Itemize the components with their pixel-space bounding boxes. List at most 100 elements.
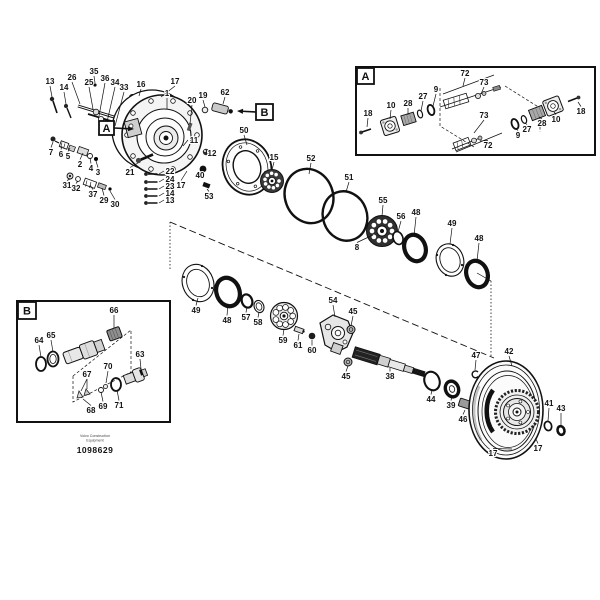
rect-shape	[82, 177, 98, 189]
callout-leader	[89, 157, 92, 164]
g-shape	[262, 170, 282, 191]
callout-label-17: 17	[489, 449, 498, 458]
callout-label-5: 5	[66, 152, 71, 161]
g-shape	[527, 104, 547, 122]
circle-shape	[276, 320, 283, 328]
line-shape	[456, 142, 459, 150]
circle-shape	[471, 137, 477, 144]
callout-label-32: 32	[72, 184, 81, 193]
callout-label-33: 33	[120, 83, 129, 92]
rect-shape	[58, 140, 70, 150]
circle-shape	[387, 234, 393, 240]
circle-shape	[103, 384, 108, 389]
path-shape	[72, 329, 132, 403]
path-shape	[439, 88, 475, 148]
callout-label-57: 57	[242, 313, 251, 322]
callout-leader	[366, 117, 369, 128]
callout-label-71: 71	[115, 401, 124, 410]
ellipse-shape	[110, 377, 122, 392]
ring-43	[556, 424, 566, 437]
callout-label-45: 45	[349, 307, 358, 316]
circle-shape	[64, 104, 68, 108]
path-shape	[83, 388, 91, 396]
pin-63	[139, 369, 144, 376]
line-shape	[68, 351, 73, 362]
rect-shape	[411, 367, 426, 377]
callout-leader	[158, 199, 165, 204]
ring-58	[253, 299, 265, 314]
circle-shape	[380, 229, 384, 233]
circle-shape	[226, 159, 231, 164]
footer-brand-line1: Volvo Construction	[80, 434, 110, 438]
callout-leader	[189, 104, 193, 125]
footer-brand-line2: Equipment	[86, 439, 103, 443]
callout-leader	[60, 145, 63, 150]
arrowhead-icon	[237, 108, 244, 114]
circle-shape	[481, 91, 487, 96]
circle-shape	[255, 149, 260, 153]
detail-marker-letter-A: A	[362, 71, 370, 83]
callout-label-27: 27	[523, 125, 532, 134]
callout-leader	[538, 116, 543, 119]
circle-shape	[163, 135, 169, 141]
callout-label-44: 44	[427, 395, 436, 404]
callout-label-56: 56	[397, 212, 406, 221]
circle-shape	[387, 222, 393, 228]
callout-leader	[106, 86, 116, 123]
callout-leader	[66, 178, 71, 181]
circle-shape	[282, 304, 289, 311]
line-shape	[114, 328, 119, 338]
line-shape	[60, 142, 63, 148]
line-shape	[354, 354, 377, 362]
ellipse-shape	[253, 299, 265, 314]
g-shape	[106, 326, 123, 342]
g-shape	[122, 367, 149, 385]
callout-label-4: 4	[89, 164, 94, 173]
callout-label-51: 51	[345, 173, 354, 182]
rect-shape	[93, 338, 106, 354]
pin-20	[186, 122, 193, 132]
line-shape	[538, 106, 543, 117]
callout-leader	[116, 389, 120, 401]
circle-shape	[334, 329, 342, 337]
callout-label-28: 28	[404, 99, 413, 108]
callout-leader	[158, 178, 165, 183]
circle-shape	[135, 157, 142, 164]
callout-leader	[50, 339, 54, 353]
callout-leader	[345, 365, 349, 372]
callout-leader	[199, 170, 204, 173]
callout-label-48: 48	[412, 208, 421, 217]
circle-shape	[238, 145, 243, 149]
o-ring-48-lower	[214, 275, 242, 309]
callout-leader	[479, 140, 489, 142]
circle-shape	[210, 286, 214, 290]
callout-leader	[138, 88, 142, 97]
pin-61	[293, 325, 305, 335]
callout-label-13: 13	[166, 196, 175, 205]
callout-label-23: 23	[166, 182, 175, 191]
callout-leader	[553, 111, 557, 115]
circle-shape	[144, 187, 148, 191]
line-shape	[567, 97, 578, 103]
inset-b-spool-assembly	[35, 326, 123, 372]
callout-label-42: 42	[505, 347, 514, 356]
callout-leader	[389, 109, 392, 120]
callout-label-19: 19	[199, 91, 208, 100]
cylinder-block-59	[269, 301, 299, 331]
callout-label-12: 12	[208, 149, 217, 158]
callout-leader	[345, 181, 350, 193]
line-shape	[535, 108, 540, 118]
callout-label-9: 9	[516, 131, 521, 140]
circle-shape	[558, 107, 562, 111]
circle-shape	[50, 136, 56, 142]
circle-shape	[395, 128, 398, 131]
callout-leader	[50, 141, 54, 148]
nut-45-upper	[346, 325, 356, 334]
circle-shape	[460, 263, 464, 267]
line-shape	[356, 349, 378, 357]
callout-leader	[577, 101, 582, 107]
o-ring-57	[240, 293, 254, 309]
